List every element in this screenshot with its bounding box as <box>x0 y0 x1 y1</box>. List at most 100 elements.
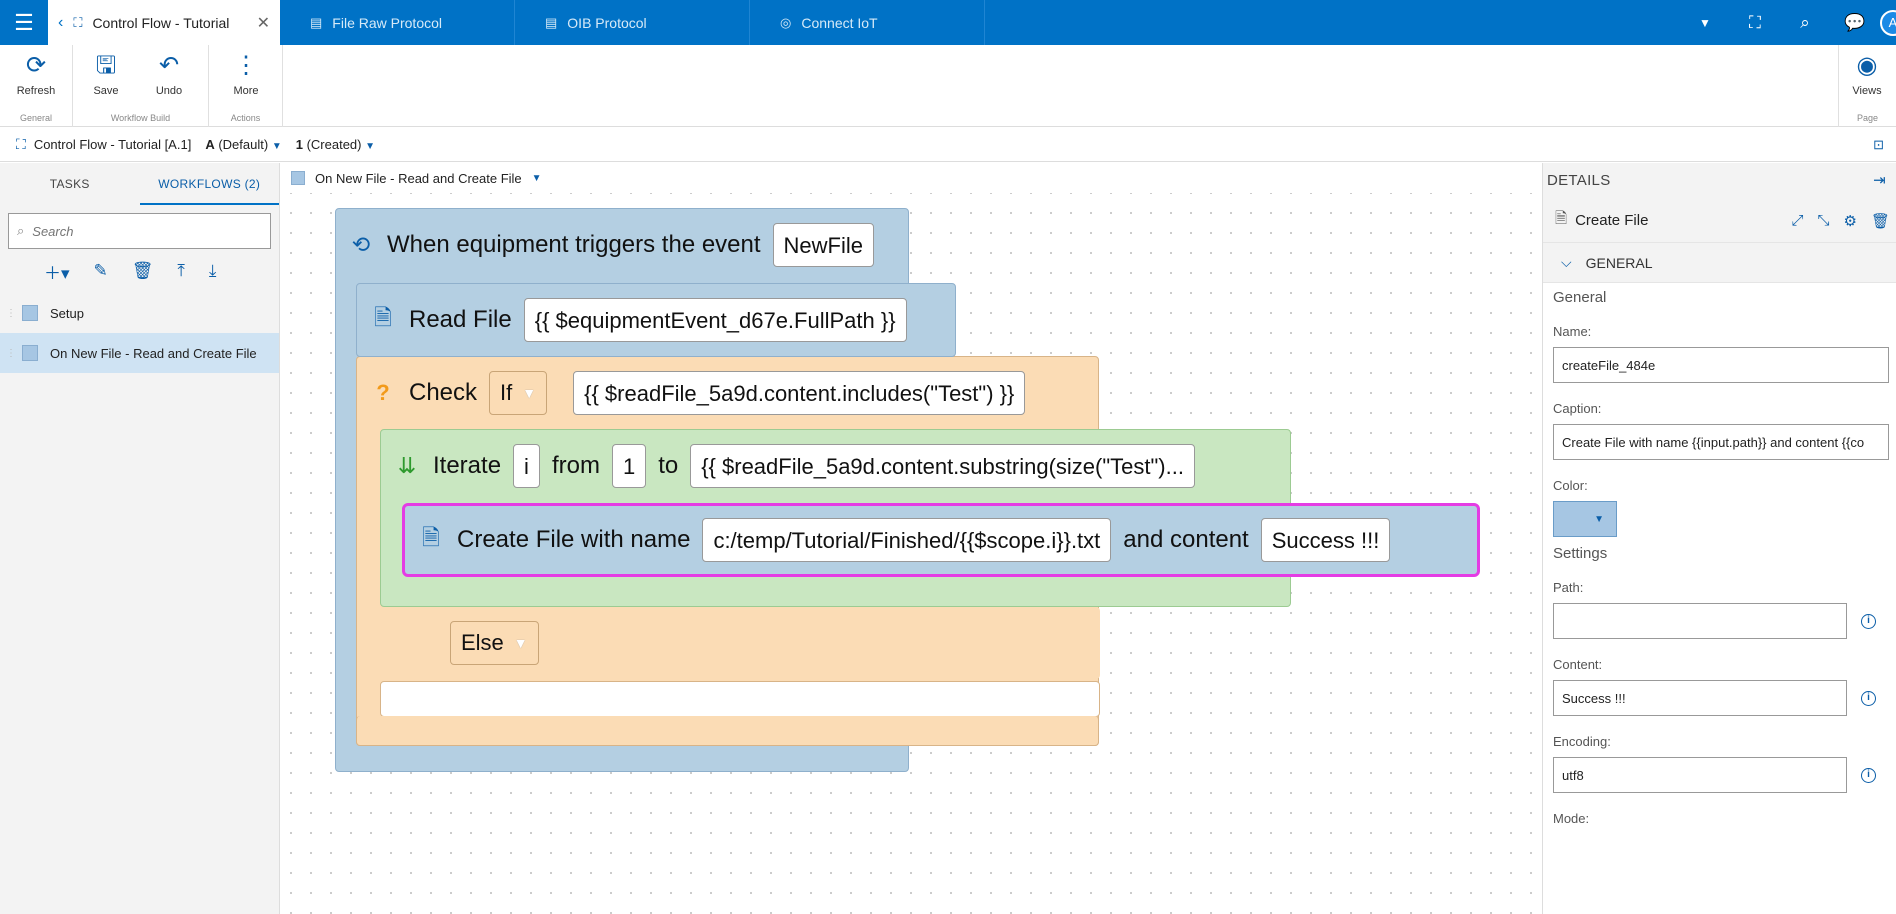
event-row: ⟲ When equipment triggers the event NewF… <box>347 223 875 267</box>
details-form: General Name: Caption: Color: ▼ Settings… <box>1543 289 1896 826</box>
gear-icon[interactable]: ⚙ <box>1843 212 1857 230</box>
breadcrumb-title: Control Flow - Tutorial [A.1] <box>33 137 192 152</box>
else-dropdown[interactable]: Else ▼ <box>450 621 539 665</box>
version-selector[interactable]: A (Default) ▼ <box>205 137 282 152</box>
tabs-dropdown-icon[interactable]: ▼ <box>1699 15 1711 30</box>
event-name-field[interactable]: NewFile <box>772 223 875 267</box>
drag-handle-icon[interactable]: ⋮ <box>6 347 16 359</box>
workflow-item-setup[interactable]: ⋮ Setup <box>6 305 84 321</box>
create-file-row: 🗎 Create File with name c:/temp/Tutorial… <box>417 518 1391 562</box>
details-actions: ⤢ ⤡ ⚙ 🗑 <box>1791 212 1890 230</box>
chevron-left-icon[interactable]: ‹ <box>58 13 64 31</box>
caret-down-icon[interactable]: ▼ <box>531 172 542 184</box>
encoding-field[interactable] <box>1553 757 1847 793</box>
tab-label: File Raw Protocol <box>332 14 442 31</box>
check-block-footer <box>356 716 1099 746</box>
tab-control-flow[interactable]: ‹ ⛶ Control Flow - Tutorial ✕ <box>48 0 280 45</box>
info-icon[interactable]: i <box>1861 767 1876 783</box>
else-row: Else ▼ <box>450 621 539 665</box>
check-condition-field[interactable]: {{ $readFile_5a9d.content.includes("Test… <box>573 371 1026 415</box>
collapse-icon[interactable]: ⤡ <box>1817 211 1830 229</box>
check-mode-dropdown[interactable]: If ▼ <box>489 371 548 415</box>
drag-handle-icon[interactable]: ⋮ <box>6 307 16 319</box>
caret-down-icon: ▼ <box>365 141 376 152</box>
iot-icon: ◎ <box>780 14 792 30</box>
details-title: 🗎 Create File ⤢ ⤡ ⚙ 🗑 <box>1543 199 1896 243</box>
delete-icon[interactable]: 🗑 <box>131 261 154 280</box>
more-button[interactable]: ⋮ More <box>218 51 274 97</box>
tab-tasks[interactable]: TASKS <box>49 177 90 191</box>
workflow-header: On New File - Read and Create File ▼ <box>281 163 1541 193</box>
search-icon[interactable]: ⌕ <box>1800 12 1810 32</box>
caret-down-icon: ▼ <box>271 141 282 152</box>
iterate-icon: ⇊ <box>397 453 417 478</box>
delete-icon[interactable]: 🗑 <box>1870 212 1890 230</box>
top-bar: ☰ ‹ ⛶ Control Flow - Tutorial ✕ ▤ File R… <box>0 0 1896 45</box>
close-icon[interactable]: ✕ <box>256 14 270 32</box>
create-file-name-field[interactable]: c:/temp/Tutorial/Finished/{{$scope.i}}.t… <box>702 518 1112 562</box>
workflow-item-on-new-file[interactable]: ⋮ On New File - Read and Create File <box>0 333 279 373</box>
left-panel: TASKS WORKFLOWS (2) ⌕ ＋▾ ✎ 🗑 ⤒ ⤓ ⋮ Setup… <box>0 163 280 914</box>
ribbon-group-general: ⟳ Refresh General <box>0 45 73 127</box>
content-field[interactable] <box>1553 680 1847 716</box>
create-file-icon: 🗎 <box>422 525 440 550</box>
color-picker[interactable]: ▼ <box>1553 501 1617 537</box>
add-icon[interactable]: ＋▾ <box>44 263 70 283</box>
save-icon: 🖫 <box>95 52 117 79</box>
refresh-button[interactable]: ⟳ Refresh <box>8 51 64 97</box>
iterate-from-field[interactable]: 1 <box>611 444 647 488</box>
expand-icon[interactable]: ⤢ <box>1791 211 1804 229</box>
move-up-icon[interactable]: ⤒ <box>177 261 185 280</box>
collapse-panel-icon[interactable]: ⇥ <box>1873 172 1886 189</box>
iterate-to-field[interactable]: {{ $readFile_5a9d.content.substring(size… <box>690 444 1195 488</box>
iterate-var-field[interactable]: i <box>513 444 540 488</box>
tab-workflows[interactable]: WORKFLOWS (2) <box>139 163 279 205</box>
info-icon[interactable]: i <box>1861 613 1876 629</box>
path-field[interactable] <box>1553 603 1847 639</box>
event-trigger-icon: ⟲ <box>351 232 371 257</box>
edit-icon[interactable]: ✎ <box>93 261 108 280</box>
search-icon: ⌕ <box>17 223 25 238</box>
avatar[interactable]: A <box>1880 9 1896 36</box>
revision-selector[interactable]: 1 (Created) ▼ <box>295 137 376 152</box>
color-swatch <box>22 305 38 321</box>
top-actions: ▼ ⛶ ⌕ 💬 A <box>1680 0 1896 45</box>
read-file-row: 🗎 Read File {{ $equipmentEvent_d67e.Full… <box>369 298 907 342</box>
tab-oib-protocol[interactable]: ▤ OIB Protocol <box>515 0 750 45</box>
tab-file-raw-protocol[interactable]: ▤ File Raw Protocol <box>280 0 515 45</box>
empty-slot[interactable] <box>380 681 1100 717</box>
views-button[interactable]: ◉ Views <box>1839 51 1895 97</box>
chat-icon[interactable]: 💬 <box>1844 12 1866 32</box>
undo-button[interactable]: ↶ Undo <box>141 51 197 97</box>
save-button[interactable]: 🖫 Save <box>78 51 134 97</box>
tab-connect-iot[interactable]: ◎ Connect IoT <box>750 0 985 45</box>
hierarchy-icon: ⛶ <box>16 136 26 152</box>
ribbon-group-actions: ⋮ More Actions <box>209 45 283 127</box>
scan-icon[interactable]: ⛶ <box>1749 12 1761 32</box>
details-header: DETAILS ⇥ <box>1543 163 1896 199</box>
protocol-icon: ▤ <box>545 14 558 30</box>
ribbon-group-workflow-build: 🖫 Save ↶ Undo Workflow Build <box>73 45 209 127</box>
color-swatch <box>22 345 38 361</box>
hierarchy-icon: ⛶ <box>73 14 83 30</box>
chevron-down-icon: ▼ <box>1594 513 1604 525</box>
panel-toggle-icon[interactable]: ⊡ <box>1873 136 1884 152</box>
workflow-canvas[interactable]: On New File - Read and Create File ▼ ⟲ W… <box>281 163 1541 914</box>
section-general[interactable]: ⌵ GENERAL <box>1543 243 1896 283</box>
name-field[interactable] <box>1553 347 1889 383</box>
caption-field[interactable] <box>1553 424 1889 460</box>
info-icon[interactable]: i <box>1861 690 1876 706</box>
create-file-content-field[interactable]: Success !!! <box>1260 518 1391 562</box>
breadcrumb: ⛶ Control Flow - Tutorial [A.1] A (Defau… <box>0 128 1896 162</box>
refresh-icon: ⟳ <box>25 52 47 79</box>
chevron-down-icon: ▼ <box>513 635 528 651</box>
read-file-path-field[interactable]: {{ $equipmentEvent_d67e.FullPath }} <box>523 298 907 342</box>
workflow-toolbar: ＋▾ ✎ 🗑 ⤒ ⤓ <box>0 249 279 293</box>
more-icon: ⋮ <box>234 52 258 79</box>
chevron-down-icon: ⌵ <box>1561 254 1572 270</box>
read-file-icon: 🗎 <box>374 305 392 330</box>
menu-icon[interactable]: ☰ <box>14 9 34 35</box>
move-down-icon[interactable]: ⤓ <box>208 261 217 280</box>
protocol-icon: ▤ <box>310 14 323 30</box>
search-input[interactable] <box>32 223 253 239</box>
